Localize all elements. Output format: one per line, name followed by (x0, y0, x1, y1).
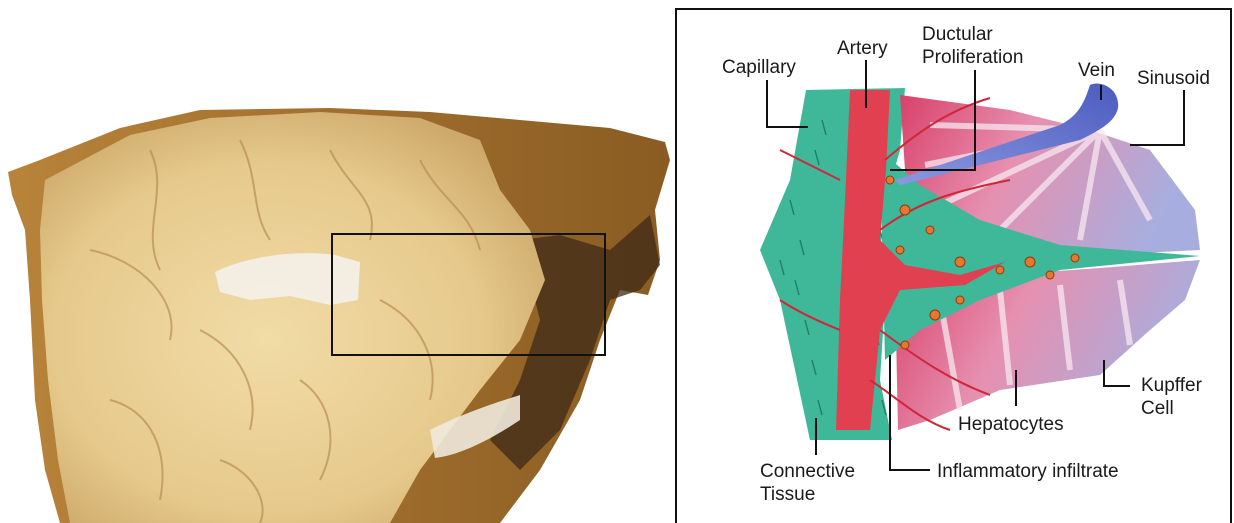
schematic-diagram: Capillary Artery Ductular Proliferation … (676, 9, 1231, 523)
label-kupffer-1: Kupffer (1141, 375, 1203, 396)
label-artery: Artery (837, 38, 888, 59)
label-connective-1: Connective (760, 461, 855, 482)
label-connective-2: Tissue (760, 484, 815, 505)
label-kupffer-2: Cell (1141, 398, 1174, 419)
gross-specimen-photo (8, 108, 670, 523)
label-ductular-2: Proliferation (922, 47, 1023, 68)
label-vein: Vein (1078, 60, 1115, 81)
label-ductular-1: Ductular (922, 24, 993, 45)
label-hepatocytes: Hepatocytes (958, 414, 1064, 435)
label-capillary: Capillary (722, 57, 796, 78)
label-sinusoid: Sinusoid (1137, 68, 1210, 89)
label-inflammatory: Inflammatory infiltrate (937, 461, 1119, 482)
